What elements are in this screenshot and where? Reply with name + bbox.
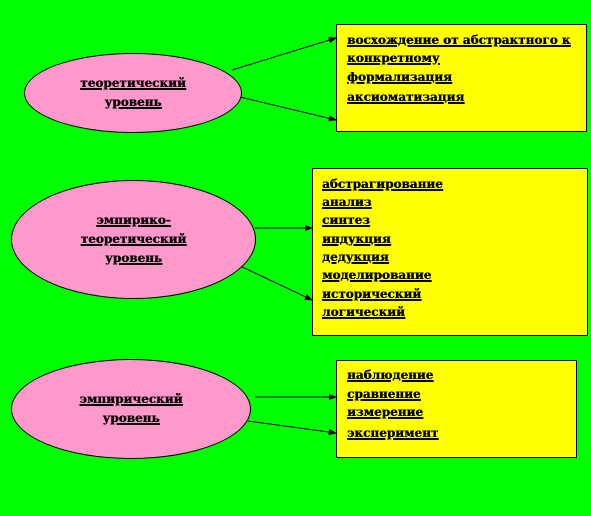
method-item: сравнение xyxy=(347,387,421,401)
label-line: уровень xyxy=(104,95,162,109)
label-line: эмпирический xyxy=(79,392,183,406)
method-item: анализ xyxy=(322,195,372,209)
label-line: уровень xyxy=(105,251,162,265)
label-line: эмпирико- xyxy=(96,213,171,227)
label-line: теоретический xyxy=(80,232,187,246)
empirical-theoretical-level-label: эмпирико- теоретический уровень xyxy=(81,211,187,268)
method-item: эксперимент xyxy=(347,426,439,440)
method-item: измерение xyxy=(347,405,423,419)
method-item: аксиоматизация xyxy=(347,90,465,104)
method-item: синтез xyxy=(322,213,370,227)
label-line: уровень xyxy=(102,411,160,425)
method-item: восхождение от абстрактного к xyxy=(347,33,571,47)
method-item: абстрагирование xyxy=(322,177,443,191)
empirical-level-label: эмпирический уровень xyxy=(80,390,183,428)
arrow-theoretical-top xyxy=(231,37,337,71)
arrow-empirical-bottom xyxy=(247,420,337,436)
arrow-empirical-theoretical-bottom xyxy=(239,265,313,301)
ellipse-empirical-level: эмпирический уровень xyxy=(11,359,251,459)
box-empirical-methods: наблюдение сравнение измерение экспериме… xyxy=(336,360,577,458)
box-theoretical-methods: восхождение от абстрактного к конкретном… xyxy=(336,24,587,132)
method-item: дедукция xyxy=(322,250,389,264)
method-item: логический xyxy=(322,305,405,319)
method-item: формализация xyxy=(347,70,452,84)
method-item: индукция xyxy=(322,232,391,246)
method-item: наблюдение xyxy=(347,368,434,382)
ellipse-theoretical-level: теоретический уровень xyxy=(24,53,242,133)
method-item: моделирование xyxy=(322,268,432,282)
method-item: конкретному xyxy=(347,51,440,65)
arrow-theoretical-bottom xyxy=(239,96,337,122)
theoretical-level-label: теоретический уровень xyxy=(80,74,186,112)
method-item: исторический xyxy=(322,287,422,301)
label-line: теоретический xyxy=(80,76,186,90)
ellipse-empirical-theoretical-level: эмпирико- теоретический уровень xyxy=(11,180,256,299)
box-empirical-theoretical-methods: абстрагирование анализ синтез индукция д… xyxy=(312,168,588,336)
